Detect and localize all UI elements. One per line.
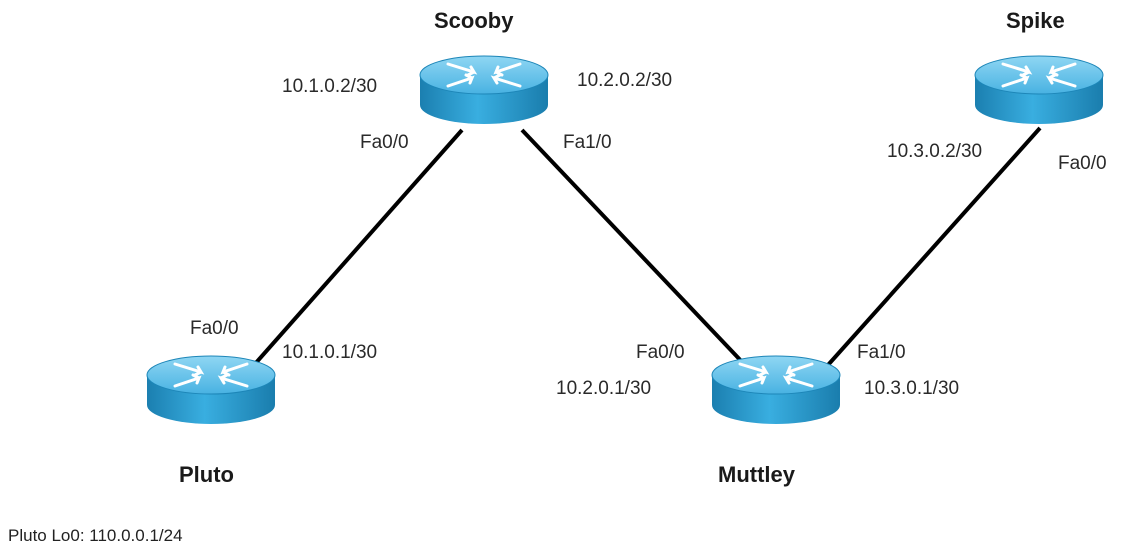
router-name-scooby: Scooby — [434, 8, 514, 33]
pluto-iface-fa0: Fa0/0 — [190, 318, 239, 339]
scooby-iface-fa0: Fa0/0 — [360, 132, 409, 153]
router-muttley-icon — [710, 354, 842, 426]
spike-ip: 10.3.0.2/30 — [887, 141, 983, 162]
scooby-ip-right: 10.2.0.2/30 — [577, 70, 673, 91]
pluto-ip: 10.1.0.1/30 — [282, 342, 378, 363]
scooby-ip-left: 10.1.0.2/30 — [282, 76, 378, 97]
loopback-footnote: Pluto Lo0: 110.0.0.1/24 — [8, 526, 183, 545]
router-scooby-icon — [418, 54, 550, 126]
muttley-ip-right: 10.3.0.1/30 — [864, 378, 960, 399]
router-name-pluto: Pluto — [179, 462, 234, 487]
link-spike-muttley — [826, 126, 1042, 367]
router-spike-icon — [973, 54, 1105, 126]
scooby-iface-fa1: Fa1/0 — [563, 132, 612, 153]
spike-iface-fa0: Fa0/0 — [1058, 153, 1107, 174]
muttley-iface-fa1: Fa1/0 — [857, 342, 906, 363]
router-name-muttley: Muttley — [718, 462, 795, 487]
muttley-ip-left: 10.2.0.1/30 — [556, 378, 652, 399]
link-scooby-pluto — [252, 128, 464, 367]
router-pluto-icon — [145, 354, 277, 426]
router-name-spike: Spike — [1006, 8, 1065, 33]
muttley-iface-fa0: Fa0/0 — [636, 342, 685, 363]
link-scooby-muttley — [520, 128, 747, 367]
